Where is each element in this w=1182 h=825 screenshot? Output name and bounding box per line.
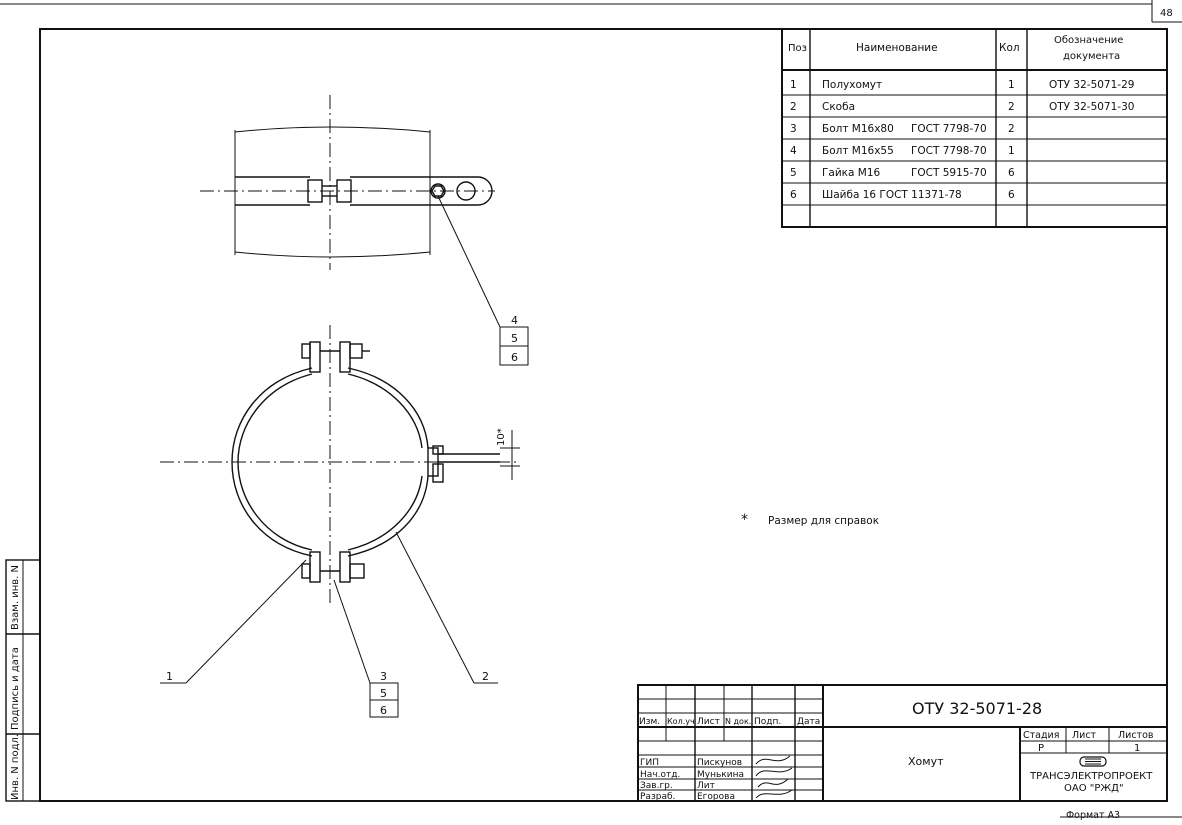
spec-row-qty: 2 <box>1008 123 1015 135</box>
spec-row-std: ГОСТ 7798-70 <box>911 145 987 157</box>
leader-label-6: 6 <box>511 351 518 364</box>
sheet-number: 48 <box>1160 8 1173 19</box>
reference-note: * Размер для справок <box>741 512 879 528</box>
tb-name-3: Лит <box>697 781 715 791</box>
spec-row-name: Скоба <box>822 101 855 113</box>
org-logo-icon <box>1079 756 1107 767</box>
spec-row-name: Болт М16х55 <box>822 145 894 157</box>
leader-pos1: 1 <box>160 559 307 684</box>
spec-row-name: Гайка М16 <box>822 167 881 179</box>
spec-row-doc: ОТУ 32-5071-30 <box>1049 101 1134 113</box>
spec-row-pos: 4 <box>790 145 797 157</box>
tb-code: ОТУ 32-5071-28 <box>912 699 1042 718</box>
leader-label-5b: 5 <box>380 687 387 700</box>
dimension-10: 10* <box>496 428 520 480</box>
tb-sheet-label: Лист <box>1072 730 1097 741</box>
leader-label-1: 1 <box>166 670 173 683</box>
spec-row-doc: ОТУ 32-5071-29 <box>1049 79 1134 91</box>
drawing-frame <box>0 3 1182 818</box>
format-label: Формат А3 <box>1066 810 1120 821</box>
note-text: Размер для справок <box>768 515 879 527</box>
spec-row-qty: 6 <box>1008 167 1015 179</box>
tb-col-list: Лист <box>697 717 720 727</box>
spec-row: 1 Полухомут 1 ОТУ 32-5071-29 <box>790 79 1134 91</box>
sheet-number-box: 48 <box>1151 0 1182 23</box>
tb-name-2: Мунькина <box>697 770 744 780</box>
title-block: Изм. Кол.уч Лист N док. Подп. Дата ГИП Н… <box>637 684 1168 802</box>
spec-row: 4 Болт М16х55 ГОСТ 7798-70 1 <box>790 145 1015 157</box>
note-mark: * <box>741 512 748 528</box>
leader-label-6b: 6 <box>380 704 387 717</box>
spec-row: 2 Скоба 2 ОТУ 32-5071-30 <box>790 101 1134 113</box>
spec-row: 3 Болт М16х80 ГОСТ 7798-70 2 <box>790 123 1015 135</box>
tb-name-4: Егорова <box>697 792 735 802</box>
leader-pos2: 2 <box>395 531 498 684</box>
spec-header-qty: Кол <box>999 42 1020 54</box>
tb-stage-label: Стадия <box>1023 730 1059 741</box>
spec-row-name: Болт М16х80 <box>822 123 894 135</box>
tb-sheets-value: 1 <box>1134 743 1140 754</box>
leader-label-5: 5 <box>511 332 518 345</box>
tb-org-line2: ОАО "РЖД" <box>1064 783 1124 794</box>
leader-label-3: 3 <box>380 670 387 683</box>
tb-role-razrab: Разраб. <box>640 792 675 802</box>
spec-header-pos: Поз <box>788 43 807 54</box>
tb-item-name: Хомут <box>908 755 944 768</box>
signatures <box>755 755 793 799</box>
leader-top-stack: 4 5 6 <box>437 195 529 366</box>
spec-row-pos: 6 <box>790 189 797 201</box>
spec-row-qty: 1 <box>1008 79 1015 91</box>
tb-stage-value: Р <box>1038 743 1044 754</box>
spec-row: 5 Гайка М16 ГОСТ 5915-70 6 <box>790 167 1015 179</box>
tb-role-zav: Зав.гр. <box>640 781 673 791</box>
side-stamp-vzam: Взам. инв. N <box>10 565 21 630</box>
tb-col-data: Дата <box>797 717 820 727</box>
side-stamp-podpis: Подпись и дата <box>10 647 21 730</box>
spec-header-name: Наименование <box>856 42 938 54</box>
top-view <box>200 95 495 270</box>
spec-row-pos: 1 <box>790 79 797 91</box>
spec-row-pos: 5 <box>790 167 797 179</box>
tb-role-gip: ГИП <box>640 758 659 768</box>
tb-col-izm: Изм. <box>639 717 660 727</box>
tb-name-1: Пискунов <box>697 758 742 768</box>
tb-col-koluch: Кол.уч <box>667 717 695 726</box>
tb-col-podp: Подп. <box>754 717 781 727</box>
spec-header-doc-line2: документа <box>1063 51 1120 62</box>
spec-row-pos: 3 <box>790 123 797 135</box>
leader-label-4: 4 <box>511 314 518 327</box>
spec-header-doc-line1: Обозначение <box>1054 35 1123 46</box>
side-stamp-inv-podl: Инв. N подл. <box>10 734 21 800</box>
spec-row-qty: 6 <box>1008 189 1015 201</box>
spec-row-std: ГОСТ 7798-70 <box>911 123 987 135</box>
spec-row-std: ГОСТ 5915-70 <box>911 167 987 179</box>
tb-org-line1: ТРАНСЭЛЕКТРОПРОЕКТ <box>1029 771 1153 782</box>
side-stamp: Взам. инв. N Подпись и дата Инв. N подл. <box>5 559 41 802</box>
spec-row: 6 Шайба 16 ГОСТ 11371-78 6 <box>790 189 1015 201</box>
spec-row-qty: 1 <box>1008 145 1015 157</box>
spec-row-name: Полухомут <box>822 79 882 91</box>
dimension-label: 10* <box>496 428 507 446</box>
tb-sheets-label: Листов <box>1118 730 1154 741</box>
spec-row-qty: 2 <box>1008 101 1015 113</box>
spec-row-pos: 2 <box>790 101 797 113</box>
spec-row-name: Шайба 16 ГОСТ 11371-78 <box>822 189 962 201</box>
leader-label-2: 2 <box>482 670 489 683</box>
specification-table: Поз Наименование Кол Обозначение докумен… <box>781 28 1168 228</box>
front-view <box>160 325 520 605</box>
tb-role-nach: Нач.отд. <box>640 770 680 780</box>
tb-col-ndok: N док. <box>725 717 751 726</box>
leader-bottom-stack: 3 5 6 <box>333 579 399 718</box>
